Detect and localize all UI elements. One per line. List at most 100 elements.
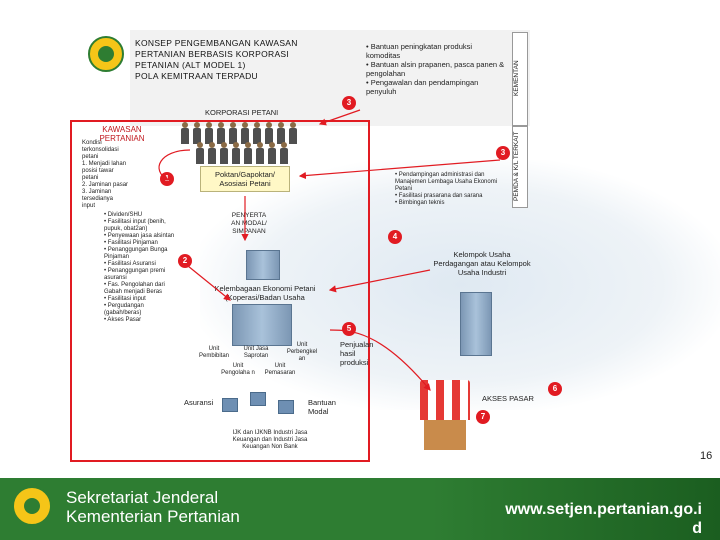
poktan-box: Poktan/Gapoktan/ Asosiasi Petani <box>200 166 290 192</box>
farmer-icon <box>288 122 298 144</box>
kementan-support-item: • Bantuan peningkatan produksi komoditas <box>366 42 473 60</box>
penyertaan-modal-label: PENYERTA AN MODAL/ SIMPANAN <box>231 212 267 235</box>
kelembagaan-building-icon <box>246 250 280 280</box>
left-benefit-list: Kondisi terkonsolidasi petani 1. Menjadi… <box>82 140 172 210</box>
left-bullet-item: • Penyewaan jasa alsintan <box>104 233 175 239</box>
farmer-group-top <box>180 122 298 144</box>
kawasan-pertanian-label: KAWASAN PERTANIAN <box>99 125 145 143</box>
left-bullet-item: • Fas. Pengolahan dari Gabah menjadi Ber… <box>104 282 165 295</box>
step-badge-2: 2 <box>178 254 192 268</box>
pemda-support-item: • Fasilitasi prasarana dan sarana <box>395 193 483 199</box>
left-intro-line: 1. Menjadi lahan <box>82 161 127 167</box>
farmer-icon <box>243 142 253 164</box>
left-intro-line: input <box>82 203 96 209</box>
farmer-icon <box>276 122 286 144</box>
step-badge-4: 4 <box>388 230 402 244</box>
farmer-icon <box>204 122 214 144</box>
title-line-1: KONSEP PENGEMBANGAN KAWASAN <box>135 38 298 48</box>
farmer-icon <box>252 122 262 144</box>
farmer-icon <box>264 122 274 144</box>
left-intro-line: 2. Jaminan pasar <box>82 182 129 188</box>
kawasan-pertanian-boundary <box>70 120 370 462</box>
step-badge-3-top: 3 <box>342 96 356 110</box>
left-bullet-item: • Akses Pasar <box>104 317 142 323</box>
arrow-4 <box>328 269 431 293</box>
left-intro-line: posisi tawar <box>82 168 114 174</box>
footer-org: Sekretariat Jenderal Kementerian Pertani… <box>66 488 240 526</box>
arrow-5 <box>329 329 431 391</box>
pemda-support-item: • Bimbingan teknis <box>395 200 445 206</box>
pemda-support-list: • Pendampingan administrasi dan Manajeme… <box>395 172 513 207</box>
kementan-side-box: KEMENTAN <box>512 32 528 126</box>
farmer-icon <box>207 142 217 164</box>
bantuan-modal-label: Bantuan Modal <box>308 398 336 416</box>
left-intro-line: tersedianya <box>82 196 114 202</box>
ijk-label: IJK dan IJKNB Industri Jasa Keuangan dan… <box>232 430 308 450</box>
farmer-icon <box>228 122 238 144</box>
kementan-support-item: • Pengawalan dan pendampingan penyuluh <box>366 78 479 96</box>
header-panel <box>130 30 530 126</box>
step-badge-3-right: 3 <box>496 146 510 160</box>
arrow-1 <box>158 149 191 181</box>
farmer-icon <box>219 142 229 164</box>
industry-building-icon <box>460 292 492 356</box>
left-bullet-item: • Fasilitasi input (benih, pupuk, obat2a… <box>104 219 166 232</box>
left-bullet-item: • Fasilitasi Pinjaman <box>104 240 158 246</box>
footer-org-line2: Kementerian Pertanian <box>66 507 240 526</box>
left-intro-line: Kondisi <box>82 140 102 146</box>
pemda-side-box: PEMDA & K/L TERKAIT <box>512 126 528 208</box>
koperasi-building-icon <box>232 304 292 346</box>
page-title: KONSEP PENGEMBANGAN KAWASAN PERTANIAN BE… <box>135 38 315 82</box>
unit-pemasaran: Unit Pemasaran <box>264 363 296 376</box>
kementan-support-item: • Bantuan alsin prapanen, pasca panen & … <box>366 60 505 78</box>
unit-jasa-saprotan: Unit Jasa Saprotan <box>243 346 269 359</box>
unit-pengolahan: Unit Pengolaha n <box>221 363 255 376</box>
left-intro-line: petani <box>82 175 99 181</box>
page-number: 16 <box>700 450 713 462</box>
arrow-3-right <box>298 159 501 180</box>
title-line-2: PERTANIAN BERBASIS KORPORASI <box>135 49 290 59</box>
left-bullet-item: • Dividen/SHU <box>104 212 143 218</box>
title-line-3: PETANIAN (ALT MODEL 1) <box>135 60 246 70</box>
left-bullet-item: • Fasilitasi input <box>104 296 146 302</box>
asuransi-label: Asuransi <box>184 398 214 407</box>
left-bullet-list: • Dividen/SHU • Fasilitasi input (benih,… <box>104 212 178 324</box>
akses-pasar-label: AKSES PASAR <box>482 394 534 403</box>
farmer-icon <box>231 142 241 164</box>
kementan-logo-icon <box>88 36 124 72</box>
title-line-4: POLA KEMITRAAN TERPADU <box>135 71 258 81</box>
farmer-icon <box>255 142 265 164</box>
left-bullet-item: • Penanggungan premi asuransi <box>104 268 166 281</box>
step-badge-7: 7 <box>476 410 490 424</box>
financial-institution-icon <box>250 392 266 406</box>
arrow-2 <box>187 265 231 301</box>
footer-org-line1: Sekretariat Jenderal <box>66 488 219 507</box>
left-bullet-item: • Penanggungan Bunga Pinjaman <box>104 247 168 260</box>
flow-arrows <box>158 109 501 391</box>
left-intro-line: 3. Jaminan <box>82 189 112 195</box>
financial-institution-icon <box>222 398 238 412</box>
left-bullet-item: • Pergudangan (gabah/beras) <box>104 303 144 316</box>
left-bullet-item: • Fasilitasi Asuransi <box>104 261 156 267</box>
pemda-support-item: • Pendampingan administrasi dan Manajeme… <box>395 172 498 192</box>
footer-url-line1[interactable]: www.setjen.pertanian.go.i <box>505 501 702 518</box>
left-intro-line: petani <box>82 154 99 160</box>
footer-url-line2[interactable]: d <box>692 520 702 537</box>
farmer-icon <box>240 122 250 144</box>
penjualan-hasil-label: Penjualan hasil produksi <box>340 340 374 367</box>
farmer-group-poktan <box>195 142 289 164</box>
market-stall-base-icon <box>424 420 466 450</box>
footer-bar <box>0 478 720 540</box>
step-badge-6: 6 <box>548 382 562 396</box>
farmer-icon <box>192 122 202 144</box>
footer-logo-icon <box>12 486 52 526</box>
farmer-icon <box>216 122 226 144</box>
farmer-icon <box>180 122 190 144</box>
korporasi-petani-label: KORPORASI PETANI <box>205 108 279 117</box>
kementan-support-list: • Bantuan peningkatan produksi komoditas… <box>366 42 506 96</box>
farmer-icon <box>267 142 277 164</box>
unit-perbengkelan: Unit Perbengkel an <box>286 342 318 362</box>
farmer-icon <box>195 142 205 164</box>
left-intro-line: terkonsolidasi <box>82 147 119 153</box>
footer-url[interactable]: www.setjen.pertanian.go.i d <box>452 500 702 538</box>
